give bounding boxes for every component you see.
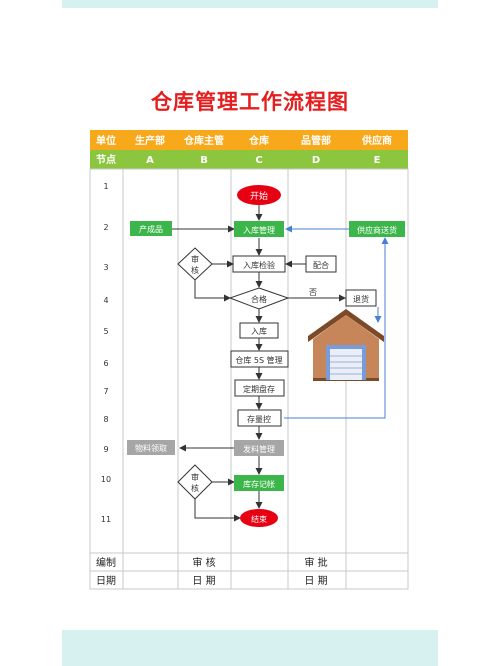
end-terminal: [240, 509, 278, 527]
start-label: 开始: [250, 190, 268, 202]
node-e: E: [374, 155, 381, 166]
qualified-diamond: [228, 287, 290, 310]
cooperate-box: [305, 255, 337, 273]
return-goods-box: [345, 289, 377, 307]
supplier-delivery-label: 供应商送货: [357, 225, 397, 235]
review1-line1: 审: [191, 254, 199, 264]
review2-line1: 审: [191, 472, 199, 482]
dept-production: 生产部: [135, 134, 165, 147]
qualified-label: 合格: [251, 294, 267, 304]
step-number: 7: [103, 387, 108, 396]
warehouse-5s-box: [230, 350, 289, 368]
step-number: 10: [101, 475, 111, 484]
inventory-record-box: [234, 475, 284, 491]
footer-approve-label: 审 批: [304, 556, 327, 569]
table-grid: [89, 168, 409, 590]
step-number: 3: [103, 263, 108, 272]
issue-mgmt-label: 发料管理: [243, 444, 275, 454]
node-b: B: [200, 155, 208, 166]
footer-date-label-2: 日 期: [192, 575, 215, 587]
footer-prepared-label: 编制: [96, 556, 116, 569]
inbound-box: [239, 322, 279, 339]
node-d: D: [312, 155, 320, 166]
step-number: 6: [103, 359, 108, 368]
footer-date-label-3: 日 期: [304, 575, 327, 587]
material-requisition-box: [127, 440, 175, 455]
header-row-nodes: [90, 150, 408, 169]
connector-review-qualified: [194, 280, 231, 302]
connector-review2-end: [194, 499, 241, 522]
dept-supplier: 供应商: [361, 134, 392, 147]
inventory-record-label: 库存记帐: [243, 479, 275, 489]
review1-line2: 核: [191, 265, 199, 275]
dept-warehouse-supervisor: 仓库主管: [183, 134, 224, 147]
return-goods-label: 退货: [353, 294, 369, 304]
supplier-delivery-box: [349, 221, 405, 237]
node-a: A: [146, 155, 154, 166]
footer-review-label: 审 核: [192, 556, 215, 569]
review-diamond-1: [177, 247, 213, 281]
end-label: 结束: [251, 514, 267, 524]
start-terminal: [237, 185, 281, 205]
header-row-units: [90, 130, 408, 150]
inbound-label: 入库: [251, 326, 267, 336]
footer-date-label-1: 日期: [96, 575, 116, 587]
bottom-band: [62, 630, 438, 666]
inbound-inspection-box: [232, 255, 286, 273]
inbound-mgmt-box: [234, 221, 284, 237]
issue-mgmt-box: [234, 440, 284, 456]
warehouse-5s-label: 仓库 5S 管理: [235, 355, 282, 365]
dept-quality: 品管部: [301, 134, 331, 147]
inbound-inspection-label: 入库检验: [243, 260, 275, 270]
review-diamond-2: [177, 464, 213, 500]
step-number: 4: [103, 296, 108, 305]
cooperate-label: 配合: [313, 260, 329, 270]
stock-control-box: [237, 409, 282, 427]
inbound-mgmt-label: 入库管理: [243, 225, 275, 235]
header-node-label: 节点: [96, 153, 116, 166]
product-label: 产成品: [139, 224, 163, 234]
product-box: [130, 221, 172, 236]
dept-warehouse: 仓库: [248, 134, 269, 147]
page-title: 仓库管理工作流程图: [151, 90, 349, 114]
connector-stock-supplier: [284, 237, 389, 419]
regular-inventory-label: 定期盘存: [243, 384, 275, 394]
step-number: 5: [103, 327, 108, 336]
material-requisition-label: 物料领取: [135, 443, 167, 453]
step-number: 1: [103, 182, 108, 191]
step-number: 9: [103, 445, 108, 454]
step-number: 8: [103, 415, 108, 424]
step-number: 2: [103, 223, 108, 232]
regular-inventory-box: [234, 379, 285, 397]
step-number: 11: [101, 515, 111, 524]
node-c: C: [255, 155, 262, 166]
no-label: 否: [309, 288, 317, 297]
header-unit-label: 单位: [96, 134, 116, 147]
review2-line2: 核: [191, 483, 199, 493]
top-band: [62, 0, 438, 8]
stock-control-label: 存量控: [247, 414, 271, 424]
warehouse-icon: [308, 309, 384, 381]
